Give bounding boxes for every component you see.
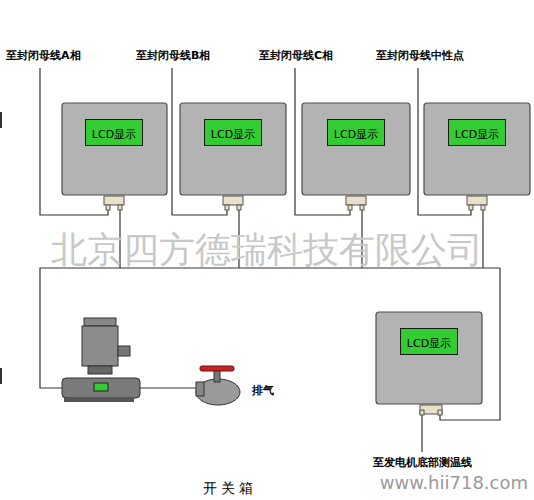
caption-text: 开 关 箱 xyxy=(203,480,254,498)
valve-label: 排气 xyxy=(252,383,274,398)
pump-body xyxy=(62,378,140,398)
edge-mark xyxy=(0,368,2,384)
display-text: LCD显示 xyxy=(334,128,378,141)
pump-base xyxy=(64,398,134,402)
device-housing xyxy=(376,312,482,404)
display-text: LCD显示 xyxy=(455,128,499,141)
valve-body xyxy=(196,379,240,405)
terminal-box xyxy=(118,346,130,356)
lcd-display: LCD显示 xyxy=(448,119,506,146)
feed-label: 至封闭母线中性点 xyxy=(376,48,464,63)
pipe xyxy=(140,387,198,388)
pin xyxy=(469,205,473,210)
lcd-display: LCD显示 xyxy=(204,119,262,146)
lcd-display: LCD显示 xyxy=(400,328,458,355)
pin xyxy=(225,205,229,210)
connectors xyxy=(104,196,487,415)
display-text: LCD显示 xyxy=(92,128,136,141)
pin xyxy=(118,205,122,210)
lcd-display: LCD显示 xyxy=(327,119,385,146)
watermark-url: www.hii718.com xyxy=(380,472,528,493)
wire xyxy=(421,415,422,452)
pin xyxy=(348,205,352,210)
cable-gland xyxy=(420,405,442,414)
feed-label: 至封闭母线A相 xyxy=(6,48,81,63)
device-housing xyxy=(302,103,410,195)
pin xyxy=(420,410,424,415)
pump-cap xyxy=(84,318,116,326)
sensor-label: 至发电机底部测温线 xyxy=(373,455,472,470)
cable-gland xyxy=(223,196,243,205)
pin xyxy=(438,410,442,415)
display-text: LCD显示 xyxy=(407,337,451,350)
pump-neck xyxy=(88,366,112,374)
handwheel xyxy=(200,366,234,371)
edge-mark xyxy=(0,112,2,128)
cable-gland xyxy=(346,196,366,205)
pin xyxy=(481,205,485,210)
vent-valve xyxy=(196,366,240,405)
pump xyxy=(62,318,140,402)
pump-motor xyxy=(82,326,118,366)
device-housing xyxy=(62,103,167,195)
pin xyxy=(360,205,364,210)
display-text: LCD显示 xyxy=(211,128,255,141)
valve-stem xyxy=(214,370,220,382)
device-housing xyxy=(180,103,286,195)
pin xyxy=(237,205,241,210)
pump-indicator xyxy=(94,383,108,391)
feed-label: 至封闭母线B相 xyxy=(136,48,210,63)
cable-gland xyxy=(104,196,124,205)
pin xyxy=(106,205,110,210)
feed-label: 至封闭母线C相 xyxy=(259,48,333,63)
watermark: 北京四方德瑞科技有限公司 xyxy=(51,226,483,275)
lcd-display: LCD显示 xyxy=(85,119,143,146)
device-housing xyxy=(424,103,530,195)
valve-flange xyxy=(196,382,204,396)
cable-gland xyxy=(467,196,487,205)
